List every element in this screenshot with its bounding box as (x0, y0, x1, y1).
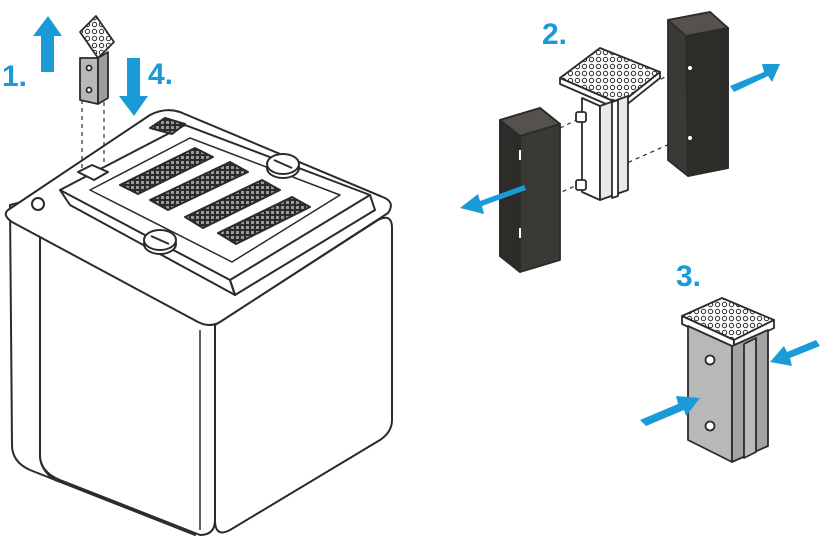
arrow-down-step-4 (119, 58, 148, 116)
cartridge-small (79, 15, 115, 105)
housing-right-face (214, 216, 393, 534)
step-label-3: 3. (676, 260, 702, 293)
vent-grille-4 (217, 196, 311, 245)
cartridge-assembled (681, 297, 775, 463)
insertion-guides (81, 100, 105, 170)
vent-grille-1 (119, 147, 214, 195)
cartridge-frame-exploded (559, 47, 661, 201)
sponge-right (667, 11, 729, 177)
arrow-insert-left (640, 396, 700, 426)
arrow-remove-sponge-left (460, 185, 526, 214)
filter-housing (4, 109, 393, 536)
arrow-insert-right (770, 340, 820, 366)
arrow-up-step-1 (33, 16, 62, 72)
step-label-4: 4. (148, 58, 174, 91)
lid-knob-right (266, 153, 300, 179)
step-label-1: 1. (2, 60, 28, 93)
step-label-2: 2. (542, 18, 568, 51)
vent-grille-2 (149, 161, 249, 211)
sponge-left (499, 107, 561, 273)
arrow-remove-sponge-right (730, 64, 780, 92)
vent-grille-3 (184, 179, 281, 229)
lid-knob-left (143, 229, 177, 255)
